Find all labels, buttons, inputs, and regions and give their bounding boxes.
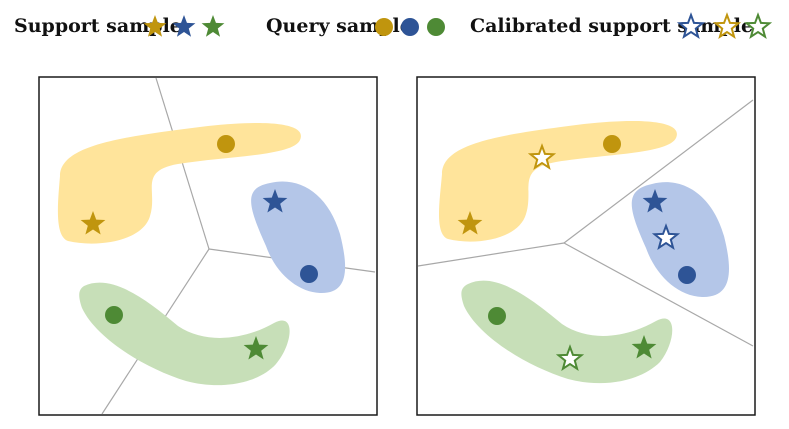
legend-green-hollow-star-icon	[743, 12, 773, 40]
panel-right-boundaries	[417, 99, 754, 347]
legend-query-label: Query sample	[266, 15, 412, 37]
legend-green-circle-icon	[427, 18, 445, 36]
blue-class-region	[251, 181, 346, 294]
gold-class-region	[57, 122, 301, 244]
legend-query-circles	[375, 18, 445, 36]
blue-support-star-icon	[262, 189, 288, 213]
legend-support-stars	[143, 15, 225, 37]
green-class-region	[79, 282, 290, 386]
legend-gold-hollow-star-icon	[712, 12, 742, 40]
boundary-line	[563, 99, 754, 244]
blue-class-region	[631, 182, 730, 298]
blue-support-star-icon	[642, 189, 668, 213]
legend-gold-star-icon	[143, 15, 167, 37]
legend-blue-star-icon	[172, 15, 196, 37]
legend-calibrated-label: Calibrated support sample	[470, 15, 754, 37]
gold-calibrated-star-icon	[527, 143, 557, 171]
blue-calibrated-star-icon	[651, 223, 681, 251]
panel-left-samples	[80, 135, 318, 360]
gold-support-star-icon	[457, 211, 483, 235]
panel-calibrated	[416, 76, 756, 416]
boundary-line	[155, 77, 210, 250]
green-support-star-icon	[243, 336, 269, 360]
boundary-line	[417, 242, 565, 267]
legend-support-label: Support sample	[14, 15, 182, 37]
legend-icons	[143, 12, 773, 40]
green-query-circle-icon	[488, 307, 506, 325]
green-support-star-icon	[631, 335, 657, 359]
legend-gold-circle-icon	[375, 18, 393, 36]
gold-query-circle-icon	[603, 135, 621, 153]
green-calibrated-star-icon	[555, 344, 585, 372]
legend-calibrated-stars	[676, 12, 773, 40]
gold-query-circle-icon	[217, 135, 235, 153]
green-class-region	[461, 280, 673, 384]
legend-blue-circle-icon	[401, 18, 419, 36]
blue-query-circle-icon	[678, 266, 696, 284]
legend: Support sample Query sample Calibrated s…	[0, 0, 789, 60]
panel-left-frame	[38, 76, 378, 416]
panel-right-frame	[416, 76, 756, 416]
green-query-circle-icon	[105, 306, 123, 324]
legend-blue-hollow-star-icon	[676, 12, 706, 40]
panel-support-only	[38, 76, 378, 416]
boundary-line	[563, 242, 754, 347]
legend-green-star-icon	[201, 15, 225, 37]
gold-support-star-icon	[80, 211, 106, 235]
blue-query-circle-icon	[300, 265, 318, 283]
panel-right-samples	[457, 135, 696, 372]
